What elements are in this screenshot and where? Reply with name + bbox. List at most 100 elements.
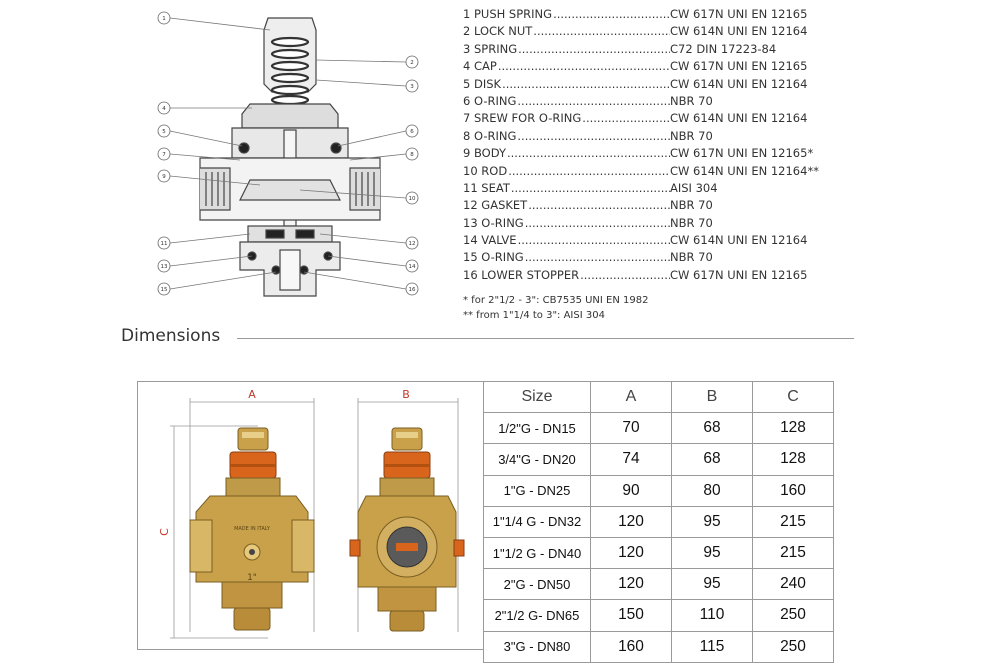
cell-b: 68 (671, 443, 753, 476)
part-row: 13 O-RINGNBR 70 (463, 215, 819, 232)
part-row: 14 VALVE CW 614N UNI EN 12164 (463, 232, 819, 249)
valve-photo-panel: A B C MADE IN ITALY 1" (137, 381, 484, 650)
body-marking: MADE IN ITALY (234, 526, 271, 532)
table-row: 1"1/2 G - DN40 120 95 215 (483, 536, 834, 570)
callout-2 (405, 55, 419, 69)
callout-label: 16 (409, 287, 416, 293)
part-name: 8 O-RING (463, 128, 518, 143)
cell-a: 120 (590, 568, 672, 601)
part-row: 7 SREW FOR O-RINGCW 614N UNI EN 12164 (463, 110, 819, 127)
valve-photos: A B C MADE IN ITALY 1" (158, 388, 465, 639)
callout-3 (405, 79, 419, 93)
part-row: 9 BODY CW 617N UNI EN 12165* (463, 145, 819, 162)
part-row: 12 GASKET NBR 70 (463, 197, 819, 214)
cell-c: 240 (752, 568, 834, 601)
cell-size: 2"1/2 G- DN65 (483, 599, 591, 632)
part-row: 4 CAPCW 617N UNI EN 12165 (463, 58, 819, 75)
cell-size: 1"G - DN25 (483, 474, 591, 507)
callout-label: 2 (410, 60, 414, 66)
part-material: NBR 70 (670, 93, 713, 108)
table-row: 2"G - DN50 120 95 240 (483, 568, 834, 601)
callout-10 (405, 191, 419, 205)
callout-15 (157, 282, 171, 296)
part-material: NBR 70 (670, 128, 713, 143)
callout-label: 12 (409, 241, 416, 247)
cell-a: 120 (590, 505, 672, 538)
part-name: 10 ROD (463, 163, 509, 178)
callout-label: 7 (162, 152, 166, 158)
section-title: Dimensions (121, 326, 221, 346)
callout-7 (157, 147, 171, 161)
callout-12 (405, 236, 419, 250)
table-row: 1"G - DN25 90 80 160 (483, 474, 834, 507)
cell-a: 70 (590, 412, 672, 445)
dim-c-label: C (158, 528, 171, 536)
valve-side-view (349, 427, 465, 632)
cell-a: 90 (590, 474, 672, 507)
callout-label: 14 (409, 264, 416, 270)
part-material: CW 617N UNI EN 12165 (670, 7, 808, 21)
part-row: 10 RODCW 614N UNI EN 12164** (463, 163, 819, 180)
part-row: 2 LOCK NUTCW 614N UNI EN 12164 (463, 23, 819, 40)
cell-c: 128 (752, 443, 834, 476)
column-header-b: B (671, 380, 753, 414)
part-material: CW 614N UNI EN 12164 (670, 24, 808, 39)
part-row: 6 O-RINGNBR 70 (463, 93, 819, 110)
table-row: 2"1/2 G- DN65 150 110 250 (483, 599, 834, 632)
callout-label: 4 (162, 106, 166, 112)
part-name: 5 DISK (463, 76, 503, 91)
dim-b-label: B (402, 388, 410, 401)
cell-size: 2"G - DN50 (483, 568, 591, 601)
cell-a: 150 (590, 599, 672, 632)
part-name: 3 SPRING (463, 41, 519, 56)
part-row: 11 SEATAISI 304 (463, 180, 819, 197)
part-name: 9 BODY (463, 146, 507, 161)
part-name: 4 CAP (463, 59, 498, 74)
part-row: 8 O-RING NBR 70 (463, 128, 819, 145)
size-marking: 1" (247, 573, 257, 583)
cell-a: 120 (590, 536, 672, 570)
callout-9 (157, 169, 171, 183)
table-header-row: Size A B C (483, 380, 834, 414)
cell-b: 95 (671, 505, 753, 538)
section-divider (237, 338, 854, 339)
table-row: 1/2"G - DN15 70 68 128 (483, 412, 834, 445)
valve-front-view: MADE IN ITALY 1" (189, 427, 315, 631)
callout-label: 15 (161, 287, 168, 293)
footnotes: * for 2"1/2 - 3": CB7535 UNI EN 1982 ** … (463, 293, 648, 323)
part-row: 15 O-RINGNBR 70 (463, 249, 819, 266)
part-name: 1 PUSH SPRING (463, 7, 554, 21)
cell-size: 3"G - DN80 (483, 630, 591, 663)
cell-b: 68 (671, 412, 753, 445)
part-name: 14 VALVE (463, 233, 518, 248)
cell-size: 1/2"G - DN15 (483, 412, 591, 445)
dim-a-label: A (248, 388, 256, 401)
callout-11 (157, 236, 171, 250)
callout-label: 6 (410, 129, 414, 135)
part-material: CW 614N UNI EN 12164 (670, 233, 808, 248)
part-name: 12 GASKET (463, 198, 529, 213)
cell-c: 160 (752, 474, 834, 507)
part-material: CW 617N UNI EN 12165* (670, 146, 814, 161)
cell-b: 95 (671, 536, 753, 570)
part-material: NBR 70 (670, 198, 713, 213)
cell-size: 1"1/4 G - DN32 (483, 505, 591, 538)
part-material: CW 614N UNI EN 12164 (670, 76, 808, 91)
part-name: 16 LOWER STOPPER (463, 267, 581, 282)
callout-5 (157, 124, 171, 138)
callout-label: 11 (161, 241, 168, 247)
part-name: 7 SREW FOR O-RING (463, 111, 583, 126)
part-material: NBR 70 (670, 215, 713, 230)
dimensions-table: Size A B C 1/2"G - DN15 70 68 128 3/4"G … (483, 380, 834, 663)
cell-c: 250 (752, 599, 834, 632)
callout-8 (405, 147, 419, 161)
cell-size: 3/4"G - DN20 (483, 443, 591, 476)
table-row: 3/4"G - DN20 74 68 128 (483, 443, 834, 476)
column-header-a: A (590, 380, 672, 414)
table-row: 3"G - DN80 160 115 250 (483, 630, 834, 663)
callout-label: 5 (162, 129, 166, 135)
callout-13 (157, 259, 171, 273)
cell-c: 215 (752, 505, 834, 538)
part-material: NBR 70 (670, 250, 713, 265)
cell-c: 215 (752, 536, 834, 570)
